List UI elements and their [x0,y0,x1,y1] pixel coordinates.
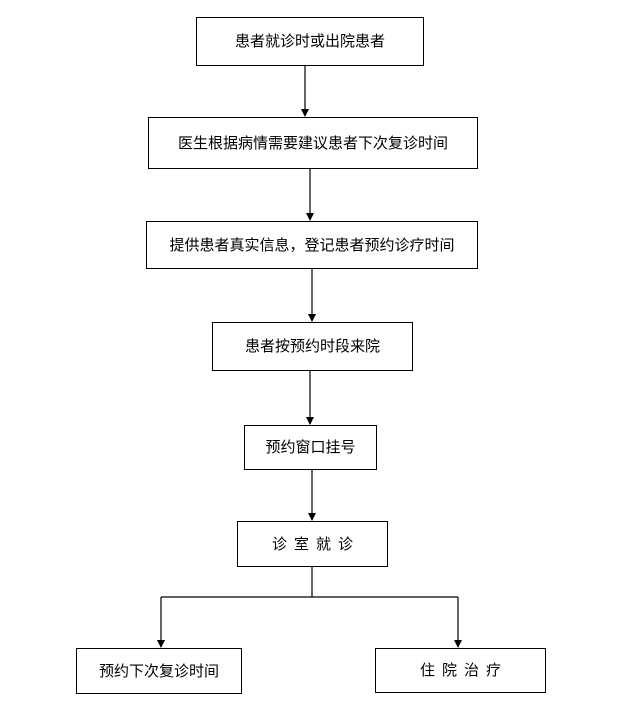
node-label: 预约窗口挂号 [265,438,356,456]
node-label: 患者就诊时或出院患者 [234,32,385,50]
node-arrive-by-slot: 患者按预约时段来院 [212,322,413,371]
node-label: 预约下次复诊时间 [98,661,219,680]
node-label: 提供患者真实信息，登记患者预约诊疗时间 [169,235,455,254]
node-label: 医生根据病情需要建议患者下次复诊时间 [177,133,448,152]
node-appointment-window: 预约窗口挂号 [244,425,377,470]
node-clinic-visit: 诊室就诊 [237,521,388,567]
node-visit-or-discharge: 患者就诊时或出院患者 [196,17,424,66]
node-next-appointment: 预约下次复诊时间 [76,648,242,694]
node-label: 诊室就诊 [271,534,360,553]
node-doctor-suggest: 医生根据病情需要建议患者下次复诊时间 [148,117,478,169]
node-hospitalization: 住院治疗 [375,648,546,693]
node-label: 住院治疗 [419,661,508,679]
node-label: 患者按预约时段来院 [244,337,380,355]
node-register-info: 提供患者真实信息，登记患者预约诊疗时间 [146,221,478,269]
